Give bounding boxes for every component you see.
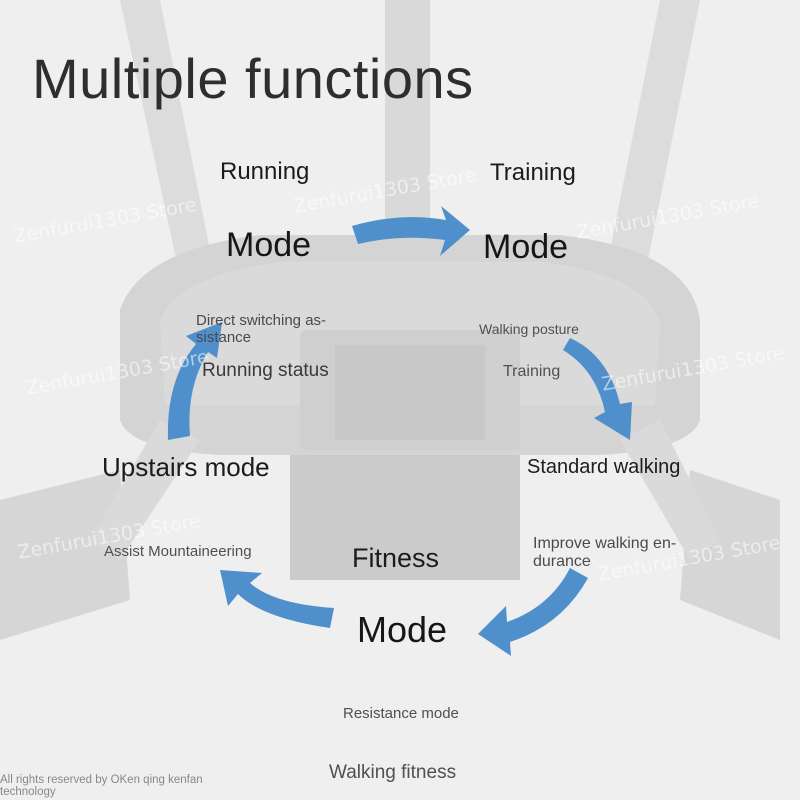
- running-mode-label: Running: [220, 158, 310, 185]
- fitness-mode-label: Fitness: [352, 543, 440, 573]
- standard-walking: Standard walking: [527, 456, 681, 478]
- resistance-mode: Resistance mode: [343, 705, 459, 722]
- mode-cycle-arrows: [167, 206, 632, 656]
- fitness-mode-title: Mode: [357, 609, 448, 650]
- page-title: Multiple functions: [32, 47, 474, 110]
- training-mode-label: Training: [490, 159, 576, 186]
- walking-posture: Walking posture: [479, 321, 579, 337]
- training-mode-title: Mode: [483, 228, 569, 266]
- upstairs-mode-label: Upstairs mode: [102, 452, 270, 482]
- improve-endurance: Improve walking en-durance: [533, 535, 677, 570]
- copyright-footer: All rights reserved by OKen qing kenfan …: [0, 774, 203, 798]
- running-status: Running status: [202, 360, 329, 381]
- walking-fitness: Walking fitness: [329, 762, 457, 783]
- running-mode-title: Mode: [226, 226, 312, 264]
- running-description: Direct switching as-sistance: [196, 312, 327, 346]
- assist-mountaineering: Assist Mountaineering: [104, 543, 252, 560]
- training-sub: Training: [503, 363, 561, 380]
